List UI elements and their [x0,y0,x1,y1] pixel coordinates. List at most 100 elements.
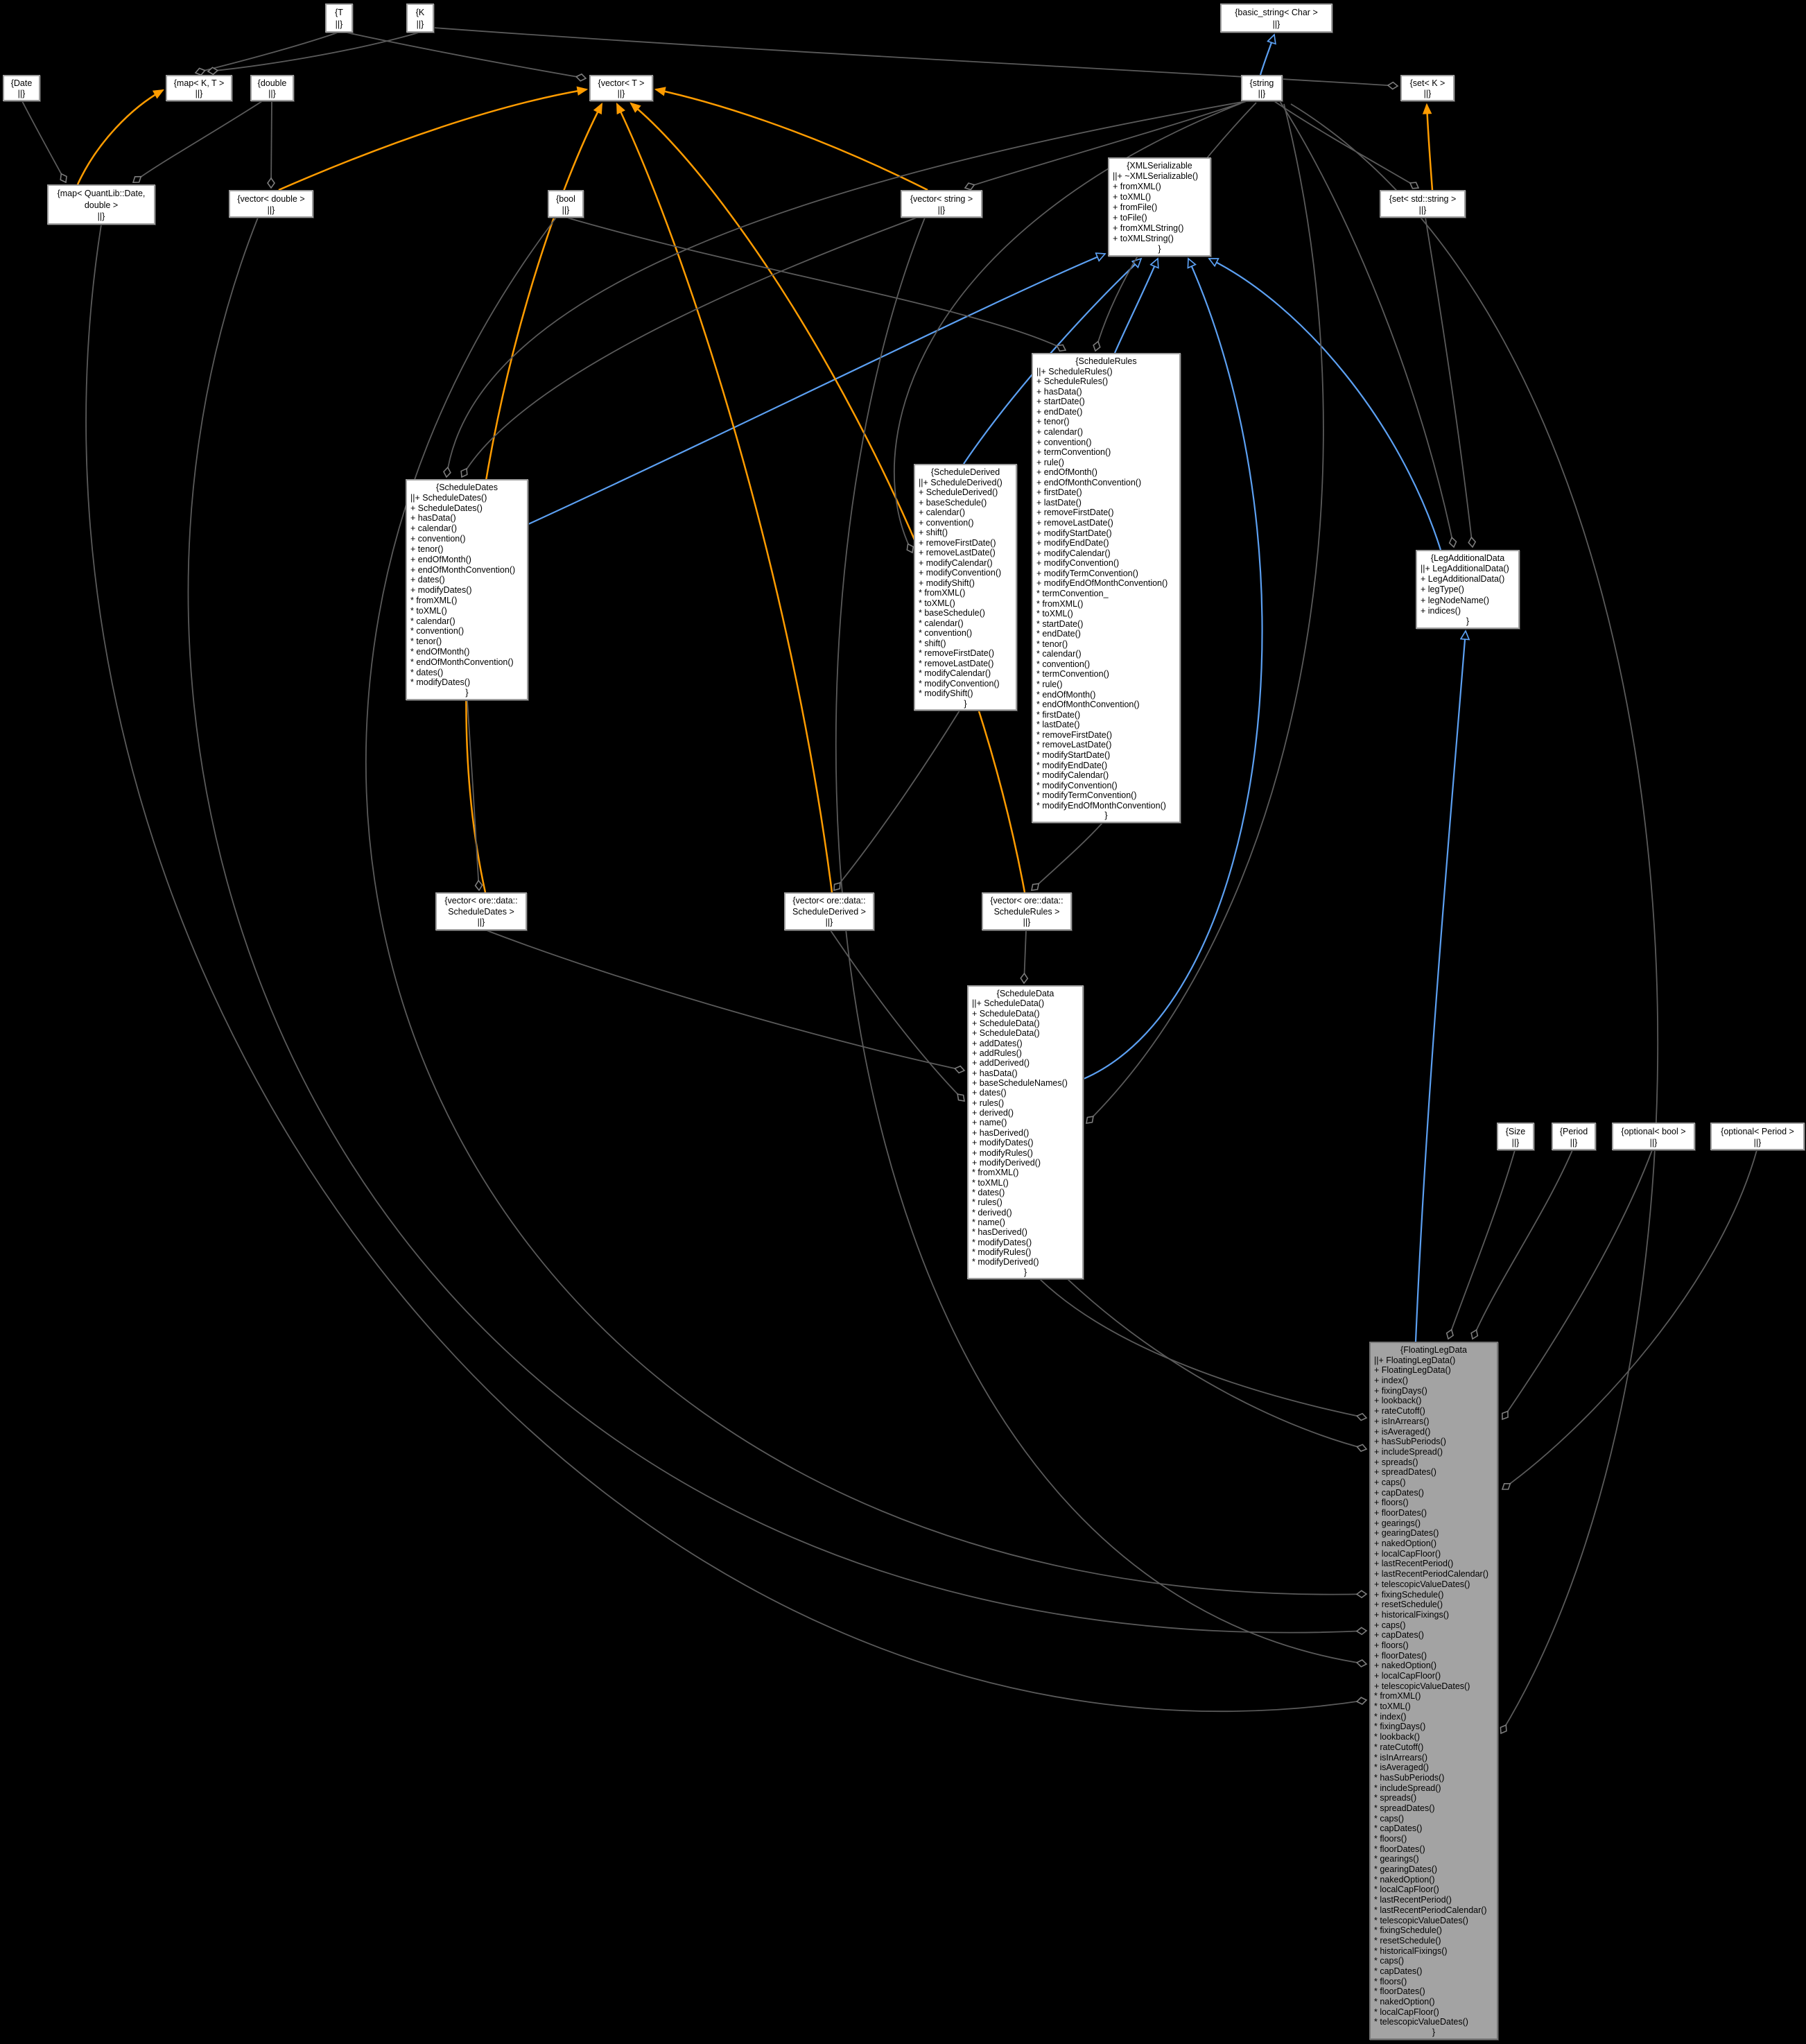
member-line: + modifyCalendar() [919,557,993,568]
member-line: * floors() [1374,1976,1407,1986]
member-line: + addDates() [972,1038,1023,1048]
member-line: + caps() [1374,1620,1406,1630]
class-node-schedulerules[interactable]: {ScheduleRules||+ ScheduleRules()+ Sched… [1032,353,1181,823]
class-node-legadditionaldata[interactable]: {LegAdditionalData||+ LegAdditionalData(… [1416,550,1520,629]
member-line: + modifyCalendar() [1036,548,1111,558]
member-line: ||+ ScheduleRules() [1036,366,1113,376]
member-line: + endOfMonthConvention() [410,564,516,575]
member-line: * gearingDates() [1374,1864,1438,1875]
class-node-vecscheduledates[interactable]: {vector< ore::data::ScheduleDates >||} [435,892,527,930]
member-line: * endOfMonthConvention() [1036,700,1140,710]
member-line: * calendar() [1036,649,1082,659]
edge-uses-vecScheduleRules-scheduleData [1020,930,1029,985]
edge-uses-vecScheduleDerived-scheduleData [830,930,965,1102]
member-line: * modifyTermConvention() [1036,790,1137,801]
member-line: ||} [97,211,105,222]
member-line: * startDate() [1036,618,1084,629]
class-title: {vector< ore::data:: [444,896,518,906]
member-line: * telescopicValueDates() [1374,2017,1468,2027]
member-line: * hasDerived() [972,1227,1027,1238]
edge-template-mapDateDouble-mapKT [76,89,164,185]
class-node-xmlserializable[interactable]: {XMLSerializable||+ ~XMLSerializable()+ … [1108,157,1211,257]
edge-uses-scheduleData-floatingLegData [1067,1279,1368,1453]
member-line: * caps() [1374,1813,1405,1824]
member-line: ||} [195,89,203,98]
class-node-k[interactable]: {K||} [406,3,434,33]
member-line: + endDate() [1036,406,1083,417]
member-line: * capDates() [1374,1824,1423,1834]
class-node-vectorstring[interactable]: {vector< string >||} [901,190,982,218]
member-line: * lastRecentPeriod() [1374,1895,1452,1905]
edge-inherits-string-basicString [1259,35,1274,76]
class-node-t[interactable]: {T||} [325,3,353,33]
class-node-vectordouble[interactable]: {vector< double >||} [229,190,313,218]
class-node-bool[interactable]: {bool||} [548,190,584,218]
member-line: * convention() [919,628,973,638]
member-line: * toXML() [410,605,447,616]
member-line: * floors() [1374,1834,1407,1844]
member-line: * fromXML() [410,595,458,605]
class-node-basicstring[interactable]: {basic_string< Char >||} [1220,3,1332,33]
class-node-optionalbool[interactable]: {optional< bool >||} [1612,1123,1695,1150]
class-node-vecschedulerules[interactable]: {vector< ore::data::ScheduleRules >||} [982,892,1072,930]
member-line: ||} [267,205,275,215]
edge-uses-scheduleDerived-vecScheduleDerived [833,710,960,892]
member-line: + fixingDays() [1374,1385,1427,1396]
member-line: + toFile() [1113,213,1147,223]
class-node-double[interactable]: {double||} [250,75,294,101]
member-line: ScheduleDerived > [792,906,866,917]
member-line: + ScheduleData() [972,1019,1040,1029]
member-line: + indices() [1421,605,1461,616]
member-line: } [1104,811,1108,821]
member-line: + floors() [1374,1640,1409,1650]
edge-uses-mapDateDouble-floatingLegData [85,224,1368,1713]
member-line: * caps() [1374,1956,1405,1966]
member-line: + ScheduleRules() [1036,376,1109,387]
edge-uses-k-mapKT [207,32,419,76]
member-line: + shift() [919,528,948,537]
member-line: + modifyDates() [972,1138,1034,1148]
class-node-setstdstring[interactable]: {set< std::string >||} [1380,190,1466,218]
member-line: + legType() [1421,584,1464,595]
member-line: * endOfMonth() [1036,689,1096,700]
member-line: } [964,698,967,709]
member-line: + spreadDates() [1374,1467,1436,1478]
member-line: ScheduleRules > [993,906,1060,917]
member-line: * modifyStartDate() [1036,750,1111,760]
member-line: * fixingDays() [1374,1722,1426,1732]
class-node-scheduledates[interactable]: {ScheduleDates||+ ScheduleDates()+ Sched… [406,479,528,700]
member-line: + gearings() [1374,1518,1421,1528]
class-title: {optional< bool > [1621,1127,1686,1136]
member-line: ||+ ScheduleDates() [410,492,487,503]
member-line: + removeFirstDate() [919,537,996,548]
class-node-optionalperiod[interactable]: {optional< Period >||} [1710,1123,1805,1150]
class-node-mapdatedouble[interactable]: {map< QuantLib::Date,double >||} [47,184,155,225]
class-node-size[interactable]: {Size||} [1497,1123,1534,1150]
member-line: ||+ ScheduleData() [972,998,1045,1009]
member-line: * firstDate() [1036,709,1081,720]
member-line: + convention() [410,534,466,544]
member-line: + toXML() [1113,192,1152,202]
member-line: * historicalFixings() [1374,1946,1448,1956]
member-line: + spreads() [1374,1457,1418,1467]
member-line: } [1466,616,1470,626]
member-line: ||} [1423,89,1432,98]
member-line: ||} [335,19,343,29]
member-line: + hasDerived() [972,1127,1030,1138]
member-line: + removeLastDate() [919,548,996,557]
edge-inherits-legAdditionalData-xmlSerializable [1209,258,1442,551]
member-line: * isAveraged() [1374,1762,1429,1773]
class-node-mapkt[interactable]: {map< K, T >||} [166,75,232,101]
class-title: {FloatingLegData [1400,1345,1467,1355]
edge-uses-vectorDouble-floatingLegData [187,217,1368,1636]
member-line: + LegAdditionalData() [1421,574,1505,584]
class-node-scheduledata[interactable]: {ScheduleData||+ ScheduleData()+ Schedul… [967,985,1084,1279]
class-node-schedulederived[interactable]: {ScheduleDerived||+ ScheduleDerived()+ S… [914,464,1017,711]
class-node-vectort[interactable]: {vector< T >||} [589,75,653,101]
class-node-string[interactable]: {string||} [1241,75,1283,101]
class-node-setk[interactable]: {set< K >||} [1400,75,1455,101]
member-line: + name() [972,1118,1007,1128]
class-node-vecschedulederived[interactable]: {vector< ore::data::ScheduleDerived >||} [784,892,874,930]
class-node-date[interactable]: {Date||} [3,75,40,101]
class-node-period[interactable]: {Period||} [1552,1123,1596,1150]
